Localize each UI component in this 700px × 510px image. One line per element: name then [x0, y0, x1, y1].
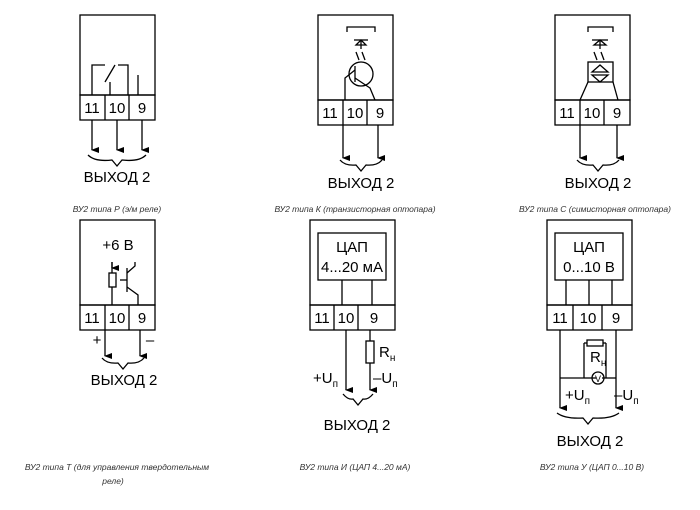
brace — [556, 412, 620, 426]
voltmeter-label: V — [595, 374, 601, 384]
plus-u-label: +Uп — [313, 370, 338, 390]
dac-range: 0...10 В — [563, 259, 615, 276]
resistor-label: Rн — [379, 344, 395, 364]
caption-line-1: ВУ2 типа Т (для управления твердотельным — [25, 462, 209, 472]
terminal-11: 11 — [322, 105, 338, 122]
module-box — [317, 14, 394, 101]
terminal-11: 11 — [84, 100, 100, 117]
caption: ВУ2 типа И (ЦАП 4...20 мА) — [300, 462, 411, 472]
module-box — [554, 14, 631, 101]
terminal-11: 11 — [84, 310, 100, 327]
caption: ВУ2 типа У (ЦАП 0...10 В) — [540, 462, 644, 472]
module-box — [79, 14, 156, 96]
supply-label: +6 В — [102, 237, 133, 254]
terminal-strip: 11 10 9 — [79, 304, 156, 331]
terminal-10: 10 — [580, 310, 597, 327]
dac-block — [317, 232, 387, 281]
terminal-11: 11 — [314, 310, 330, 327]
terminal-strip: 11 10 9 — [309, 304, 396, 331]
terminal-9: 9 — [138, 310, 146, 327]
brace — [101, 357, 145, 371]
output-arrows — [342, 125, 385, 161]
resistor-label: Rн — [590, 349, 606, 369]
load-network — [559, 330, 623, 411]
output-arrows — [91, 120, 149, 153]
panel-transistor-optocoupler: 11 10 9 ВЫХОД 2 ВУ2 типа К (транзисторна… — [274, 14, 436, 214]
output-label: ВЫХОД 2 — [557, 433, 624, 450]
terminal-strip: 11 10 9 — [317, 99, 394, 126]
terminal-10: 10 — [338, 310, 355, 327]
optocoupler-symbol — [344, 26, 376, 101]
dac-title: ЦАП — [336, 239, 368, 256]
plus-u-label: +Uп — [565, 387, 590, 407]
output-label: ВЫХОД 2 — [84, 169, 151, 186]
brace — [576, 159, 620, 173]
dac-range: 4...20 мА — [321, 259, 383, 276]
brace — [87, 154, 147, 168]
output-arrows — [579, 125, 624, 161]
relay-contacts — [91, 64, 139, 95]
minus-u-label: –Uп — [373, 370, 398, 390]
brace — [342, 393, 374, 407]
terminal-11: 11 — [552, 310, 568, 327]
panel-solid-state-relay: +6 В 11 10 9 + – ВЫХОД 2 ВУ2 типа Т (для — [25, 219, 209, 486]
triac-symbol — [579, 26, 619, 101]
terminal-11: 11 — [559, 105, 575, 122]
dac-title: ЦАП — [573, 239, 605, 256]
terminal-9: 9 — [370, 310, 378, 327]
terminal-10: 10 — [109, 100, 126, 117]
terminal-9: 9 — [612, 310, 620, 327]
panel-relay: 11 10 9 ВЫХОД 2 ВУ2 типа Р (э/м реле) — [73, 14, 162, 214]
terminal-9: 9 — [613, 105, 621, 122]
terminal-10: 10 — [584, 105, 601, 122]
output-arrows — [104, 330, 147, 359]
output-label: ВЫХОД 2 — [324, 417, 391, 434]
transistor-circuit — [108, 262, 139, 305]
output-label: ВЫХОД 2 — [91, 372, 158, 389]
panel-dac-voltage: ЦАП 0...10 В 11 10 9 V Rн — [540, 219, 644, 472]
caption: ВУ2 типа К (транзисторная оптопара) — [274, 204, 435, 214]
panel-dac-current: ЦАП 4...20 мА 11 10 9 Rн +Uп –Uп ВЫХОД 2… — [300, 219, 411, 472]
minus-sign: – — [146, 332, 155, 349]
terminal-strip: 11 10 9 — [79, 94, 156, 121]
terminal-9: 9 — [138, 100, 146, 117]
brace — [339, 159, 383, 173]
caption: ВУ2 типа С (симисторная оптопара) — [519, 204, 671, 214]
terminal-9: 9 — [376, 105, 384, 122]
module-box — [79, 219, 156, 306]
terminal-10: 10 — [109, 310, 126, 327]
output-label: ВЫХОД 2 — [565, 175, 632, 192]
terminal-strip: 11 10 9 — [546, 304, 633, 331]
panel-triac-optocoupler: 11 10 9 ВЫХОД 2 ВУ2 типа С (симисторная … — [519, 14, 671, 214]
load-resistor — [586, 339, 604, 347]
caption-line-2: реле) — [101, 476, 124, 486]
minus-u-label: –Uп — [614, 387, 639, 407]
plus-sign: + — [93, 332, 102, 349]
terminal-10: 10 — [347, 105, 364, 122]
voltmeter — [591, 371, 605, 385]
caption: ВУ2 типа Р (э/м реле) — [73, 204, 162, 214]
load-resistor — [365, 340, 375, 364]
terminal-strip: 11 10 9 — [554, 99, 631, 126]
output-label: ВЫХОД 2 — [328, 175, 395, 192]
